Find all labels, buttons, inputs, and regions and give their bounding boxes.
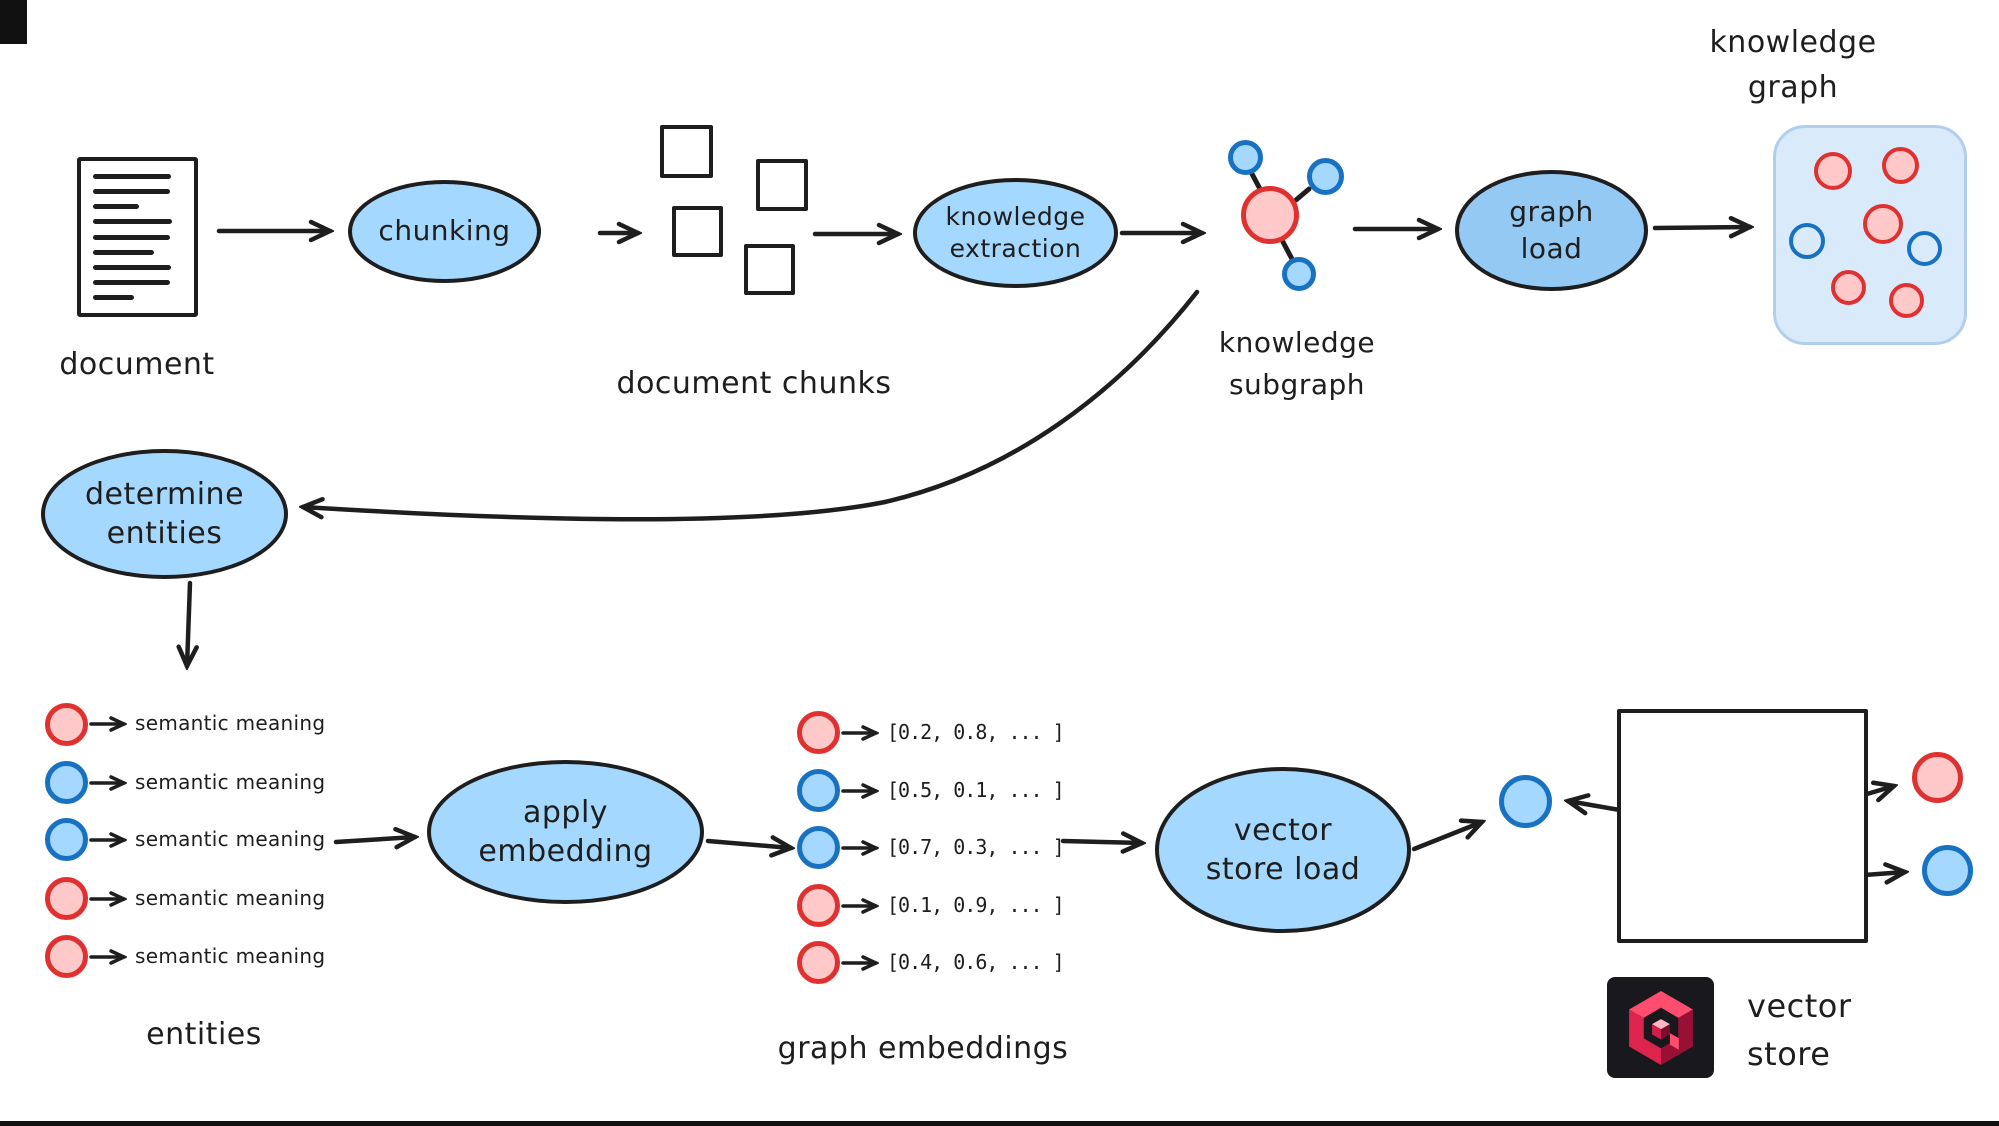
semantic-meaning-label: semantic meaning — [135, 944, 326, 968]
corner-mark — [0, 0, 27, 44]
subgraph-node — [1228, 140, 1263, 175]
embedding-vector: [0.2, 0.8, ... ] — [887, 720, 1065, 744]
result-node — [1922, 845, 1973, 896]
kg-node — [1831, 270, 1866, 305]
apply-embedding-line1: apply — [522, 795, 609, 830]
semantic-meaning-label: semantic meaning — [135, 886, 326, 910]
entity-node — [45, 703, 88, 746]
semantic-meaning-label: semantic meaning — [135, 770, 326, 794]
entity-node — [45, 818, 88, 861]
subgraph-node — [1282, 257, 1316, 291]
arrow-determine-entities-down — [187, 580, 190, 666]
embedding-vector: [0.5, 0.1, ... ] — [887, 778, 1065, 802]
knowledge-extraction-node: knowledge extraction — [913, 178, 1118, 288]
arrow-subgraph-to-determine-entities — [303, 289, 1200, 522]
knowledge-subgraph-label: knowledge subgraph — [1180, 322, 1414, 406]
chunking-label: chunking — [378, 214, 511, 248]
embedding-vector: [0.1, 0.9, ... ] — [887, 893, 1065, 917]
chunking-node: chunking — [348, 180, 541, 283]
graph-load-line1: graph — [1509, 195, 1594, 229]
vector-store-load-line2: store load — [1205, 852, 1361, 887]
semantic-meaning-label: semantic meaning — [135, 711, 326, 735]
query-node — [1499, 775, 1552, 828]
subgraph-center-node — [1241, 186, 1299, 244]
document-icon — [77, 157, 198, 317]
document-chunks-label: document chunks — [616, 366, 892, 401]
knowledge-subgraph-line2: subgraph — [1228, 368, 1366, 401]
arrow-graph-load-to-knowledge-graph — [1652, 227, 1750, 228]
determine-entities-line2: entities — [106, 516, 223, 551]
graph-load-node: graph load — [1455, 170, 1648, 291]
graph-load-line2: load — [1520, 231, 1583, 265]
embedding-vector: [0.7, 0.3, ... ] — [887, 835, 1065, 859]
kg-node — [1882, 147, 1919, 184]
kg-node — [1907, 231, 1942, 266]
chunk-square — [660, 125, 713, 178]
vector-store-label: vector store — [1747, 982, 1967, 1078]
vector-store-load-node: vector store load — [1155, 767, 1411, 933]
knowledge-extraction-line1: knowledge — [945, 201, 1086, 231]
apply-embedding-line2: embedding — [478, 834, 653, 869]
embedding-vector: [0.4, 0.6, ... ] — [887, 950, 1065, 974]
result-node — [1912, 752, 1963, 803]
entity-node — [45, 877, 88, 920]
kg-node — [1814, 152, 1852, 190]
embedding-node — [797, 769, 840, 812]
kg-node — [1863, 204, 1903, 244]
subgraph-node — [1307, 158, 1344, 195]
determine-entities-node: determine entities — [41, 449, 288, 579]
arrow-vector-store-load-to-point — [1411, 822, 1482, 852]
vector-store-line2: store — [1747, 1035, 1831, 1073]
vector-store-load-line1: vector — [1233, 813, 1333, 848]
bottom-border — [0, 1121, 1999, 1126]
arrow-apply-embedding-to-embeddings — [705, 841, 791, 848]
knowledge-graph-line2: graph — [1747, 70, 1839, 105]
knowledge-graph-line1: knowledge — [1709, 25, 1877, 60]
knowledge-extraction-line2: extraction — [949, 234, 1082, 263]
knowledge-graph-label: knowledge graph — [1660, 20, 1926, 110]
embedding-node — [797, 884, 840, 927]
arrow-entities-to-apply-embedding — [333, 837, 415, 842]
apply-embedding-node: apply embedding — [427, 760, 704, 904]
determine-entities-line1: determine — [84, 477, 245, 512]
chunk-square — [756, 159, 808, 211]
vector-store-box — [1617, 709, 1868, 943]
entities-label: entities — [146, 1017, 262, 1052]
entity-node — [45, 935, 88, 978]
embedding-node — [797, 711, 840, 754]
embedding-node — [797, 941, 840, 984]
chunk-square — [672, 206, 723, 257]
qdrant-logo-icon — [1628, 990, 1693, 1065]
document-label: document — [59, 347, 215, 382]
kg-node — [1789, 223, 1825, 259]
embedding-node — [797, 826, 840, 869]
qdrant-logo — [1607, 977, 1714, 1078]
arrow-embeddings-to-vector-store-load — [1060, 841, 1142, 843]
semantic-meaning-label: semantic meaning — [135, 827, 326, 851]
vector-store-line1: vector — [1747, 987, 1852, 1025]
subgraph-bonds — [1248, 169, 1312, 262]
entity-node — [45, 761, 88, 804]
graph-embeddings-label: graph embeddings — [777, 1031, 1069, 1066]
kg-node — [1889, 283, 1924, 318]
chunk-square — [744, 244, 795, 295]
knowledge-subgraph-line1: knowledge — [1218, 326, 1376, 359]
